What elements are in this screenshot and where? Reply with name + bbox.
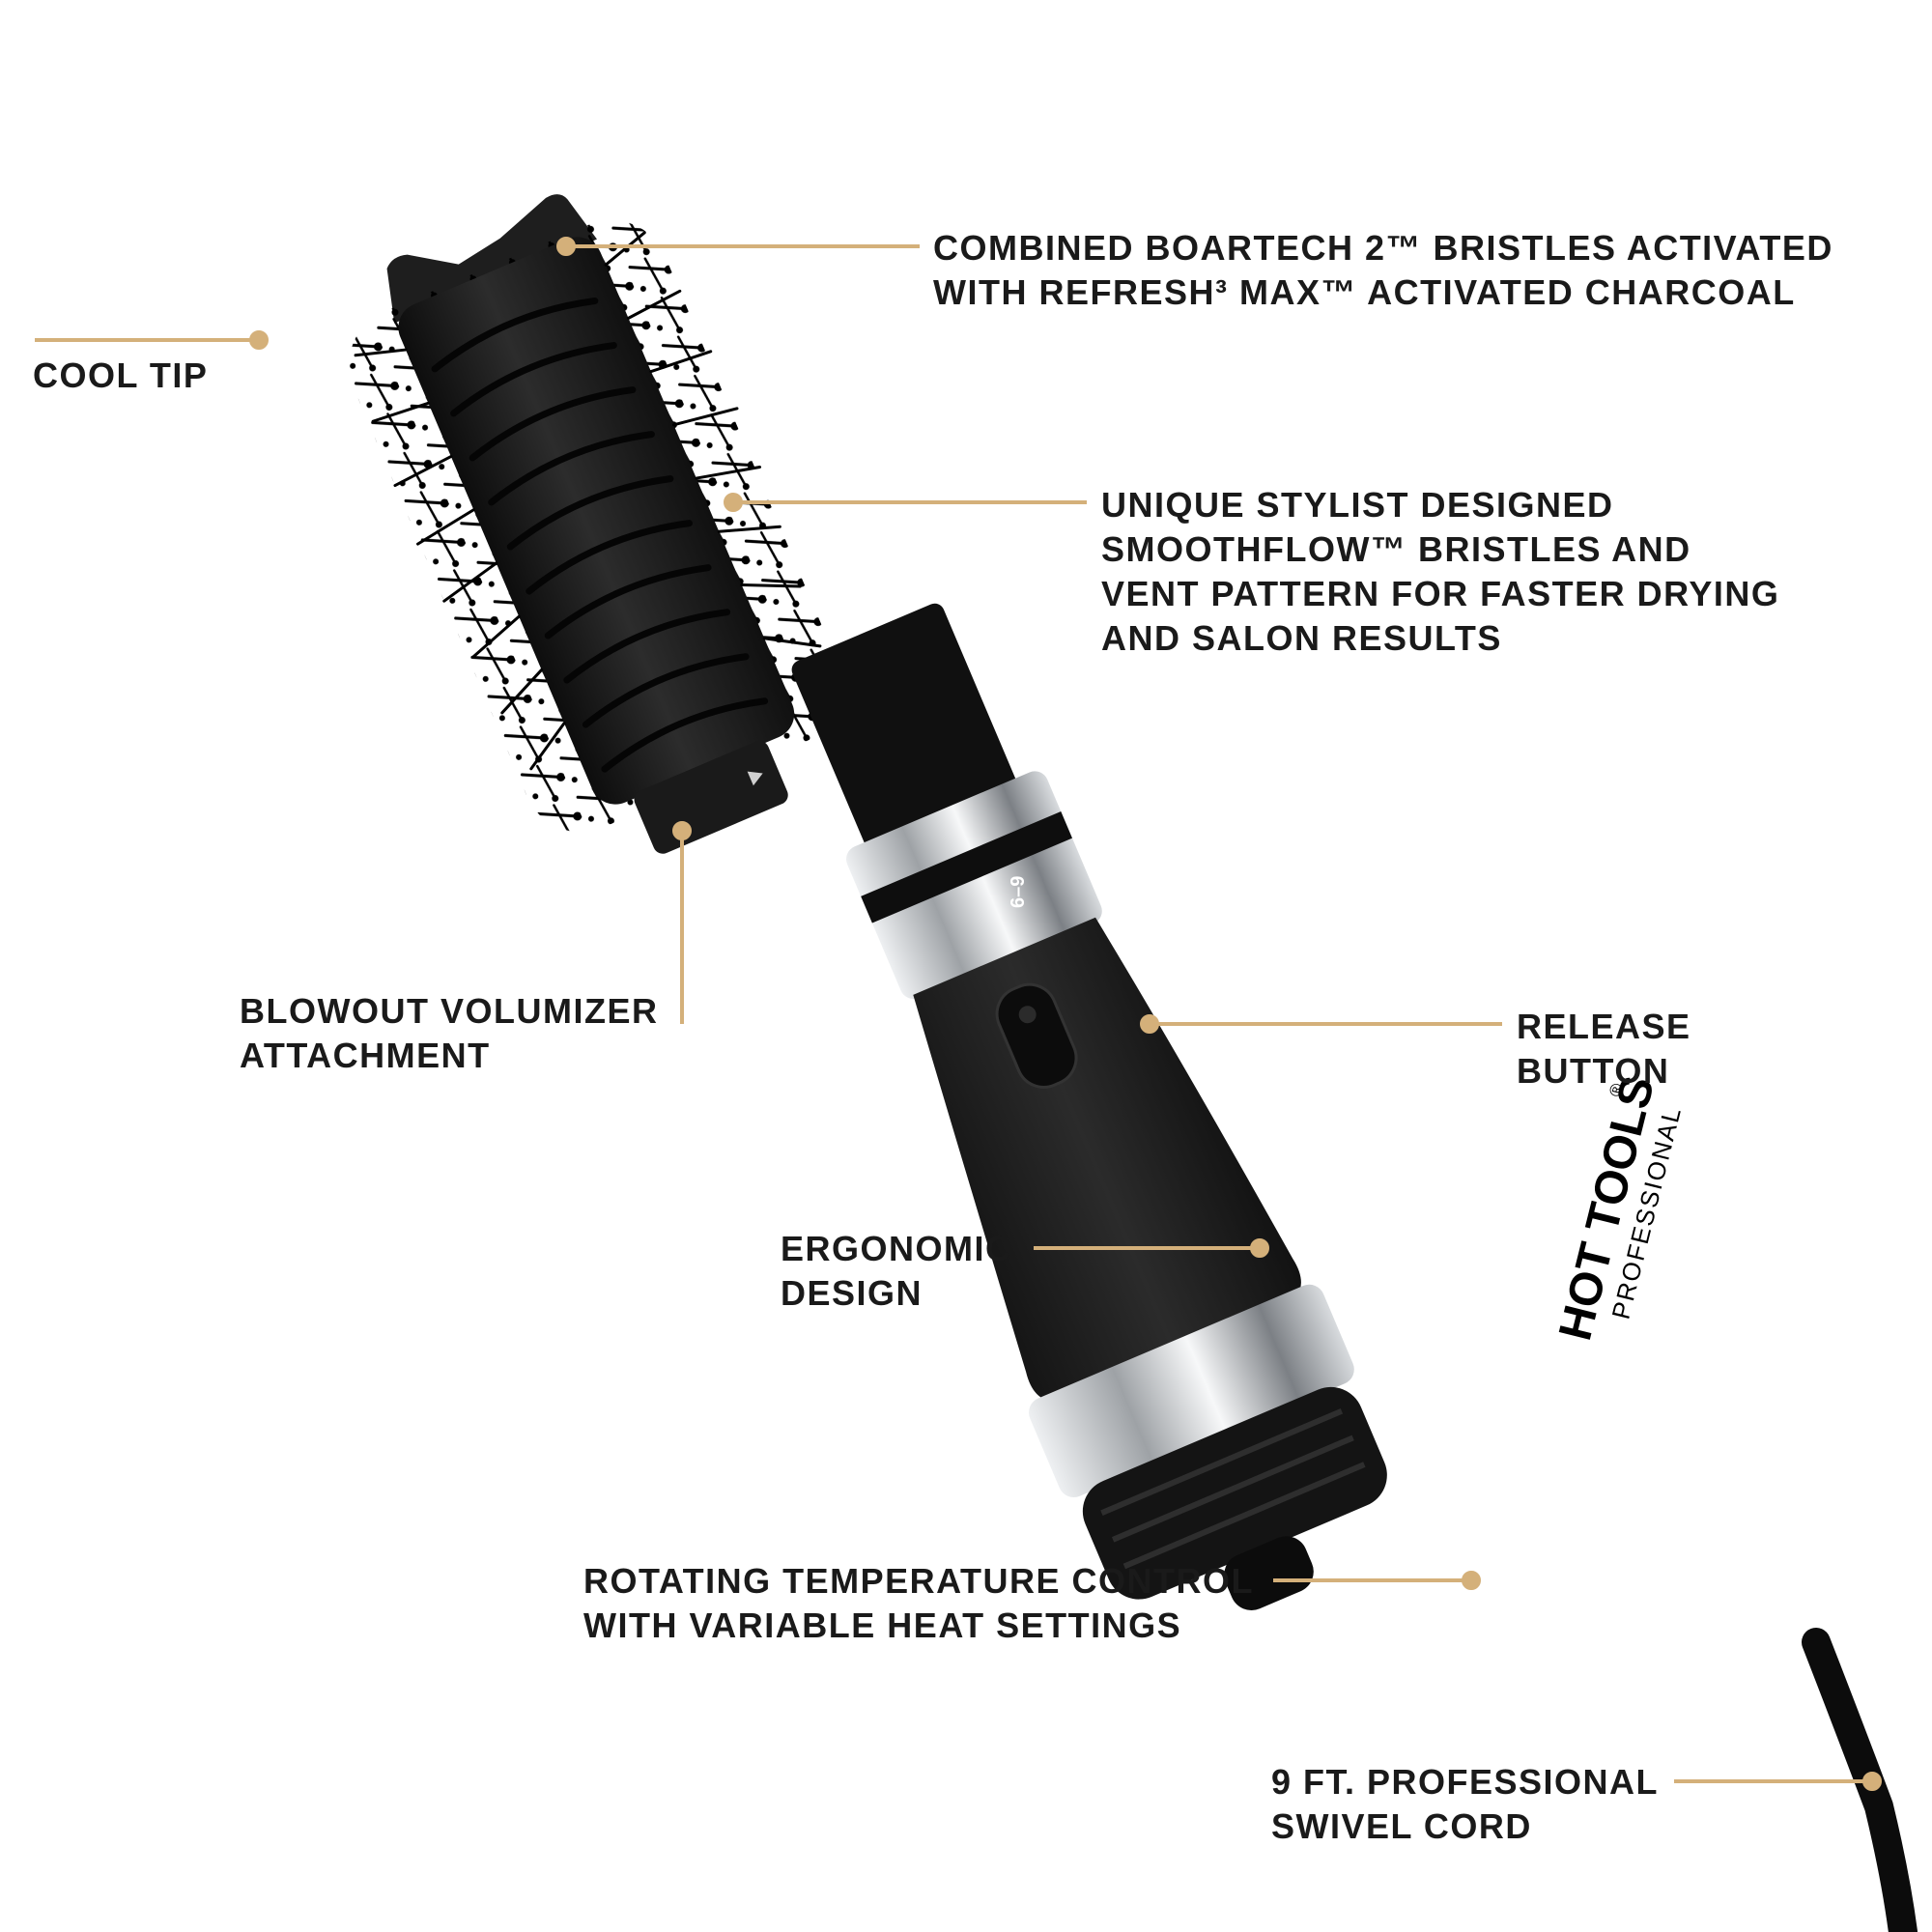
callout-bristles-line-2: WITH REFRESH³ MAX™ ACTIVATED CHARCOAL <box>933 272 1796 312</box>
callout-smoothflow-line-1: UNIQUE STYLIST DESIGNED <box>1101 485 1614 525</box>
leader-lines <box>35 237 1882 1791</box>
leader-dot-temperature <box>1462 1571 1481 1590</box>
callout-temperature: ROTATING TEMPERATURE CONTROL WITH VARIAB… <box>583 1559 1254 1648</box>
callout-temperature-line-2: WITH VARIABLE HEAT SETTINGS <box>583 1605 1182 1645</box>
callout-smoothflow-line-4: AND SALON RESULTS <box>1101 618 1502 658</box>
callout-release: RELEASE BUTTON <box>1517 1005 1691 1094</box>
callout-cord-line-1: 9 FT. PROFESSIONAL <box>1271 1762 1660 1802</box>
rear-vent-ribs <box>1100 1408 1366 1570</box>
leader-dot-smoothflow <box>724 493 743 512</box>
rear-vent-cap <box>1082 1386 1387 1600</box>
blowout-volumizer-attachment <box>349 194 843 854</box>
callout-cord: 9 FT. PROFESSIONAL SWIVEL CORD <box>1271 1760 1659 1849</box>
swivel-joint <box>1224 1536 1314 1610</box>
dial-band <box>861 811 1072 923</box>
callout-temperature-line-1: ROTATING TEMPERATURE CONTROL <box>583 1561 1254 1601</box>
callout-cool-tip: COOL TIP <box>33 354 208 398</box>
callout-attachment-line-2: ATTACHMENT <box>240 1036 491 1075</box>
brush-barrel <box>398 237 795 805</box>
leader-dot-cool-tip <box>249 330 269 350</box>
callout-ergonomic-line-2: DESIGN <box>781 1273 923 1313</box>
attachment-collar <box>634 740 788 854</box>
brand-registered: ® <box>1605 1082 1628 1099</box>
release-button-dot <box>1018 1006 1037 1024</box>
temperature-ring <box>1029 1284 1354 1498</box>
leader-dot-bristles <box>556 237 576 256</box>
dial-marking: 6–9 <box>1008 876 1029 908</box>
callout-cool-tip-line-1: COOL TIP <box>33 355 209 395</box>
leader-dot-cord <box>1862 1772 1882 1791</box>
swivel-cord <box>1802 1628 1918 1932</box>
callout-cord-line-2: SWIVEL CORD <box>1271 1806 1532 1846</box>
callout-attachment-line-1: BLOWOUT VOLUMIZER <box>240 991 659 1031</box>
callout-release-line-1: RELEASE <box>1517 1007 1691 1046</box>
callout-bristles-line-1: COMBINED BOARTECH 2™ BRISTLES ACTIVATED <box>933 228 1833 268</box>
callout-smoothflow: UNIQUE STYLIST DESIGNED SMOOTHFLOW™ BRIS… <box>1101 483 1779 661</box>
dryer-body <box>791 603 1387 1610</box>
leader-dot-ergonomic <box>1250 1238 1269 1258</box>
callout-ergonomic: ERGONOMIC DESIGN <box>781 1227 1012 1316</box>
callout-ergonomic-line-1: ERGONOMIC <box>781 1229 1012 1268</box>
leader-dot-attachment <box>672 821 692 840</box>
leader-dot-release <box>1140 1014 1159 1034</box>
brand-logo: HOT TOOLS ® PROFESSIONAL <box>1549 1071 1687 1346</box>
vent-pattern <box>431 298 769 773</box>
bristle-fringe <box>354 231 822 771</box>
callout-smoothflow-line-3: VENT PATTERN FOR FASTER DRYING <box>1101 574 1780 613</box>
release-button <box>995 982 1078 1089</box>
callout-bristles: COMBINED BOARTECH 2™ BRISTLES ACTIVATED … <box>933 226 1833 315</box>
callout-attachment: BLOWOUT VOLUMIZER ATTACHMENT <box>240 989 658 1078</box>
callout-release-line-2: BUTTON <box>1517 1051 1670 1091</box>
callout-smoothflow-line-2: SMOOTHFLOW™ BRISTLES AND <box>1101 529 1691 569</box>
alignment-arrow <box>747 771 763 786</box>
motor-neck <box>791 603 1016 849</box>
